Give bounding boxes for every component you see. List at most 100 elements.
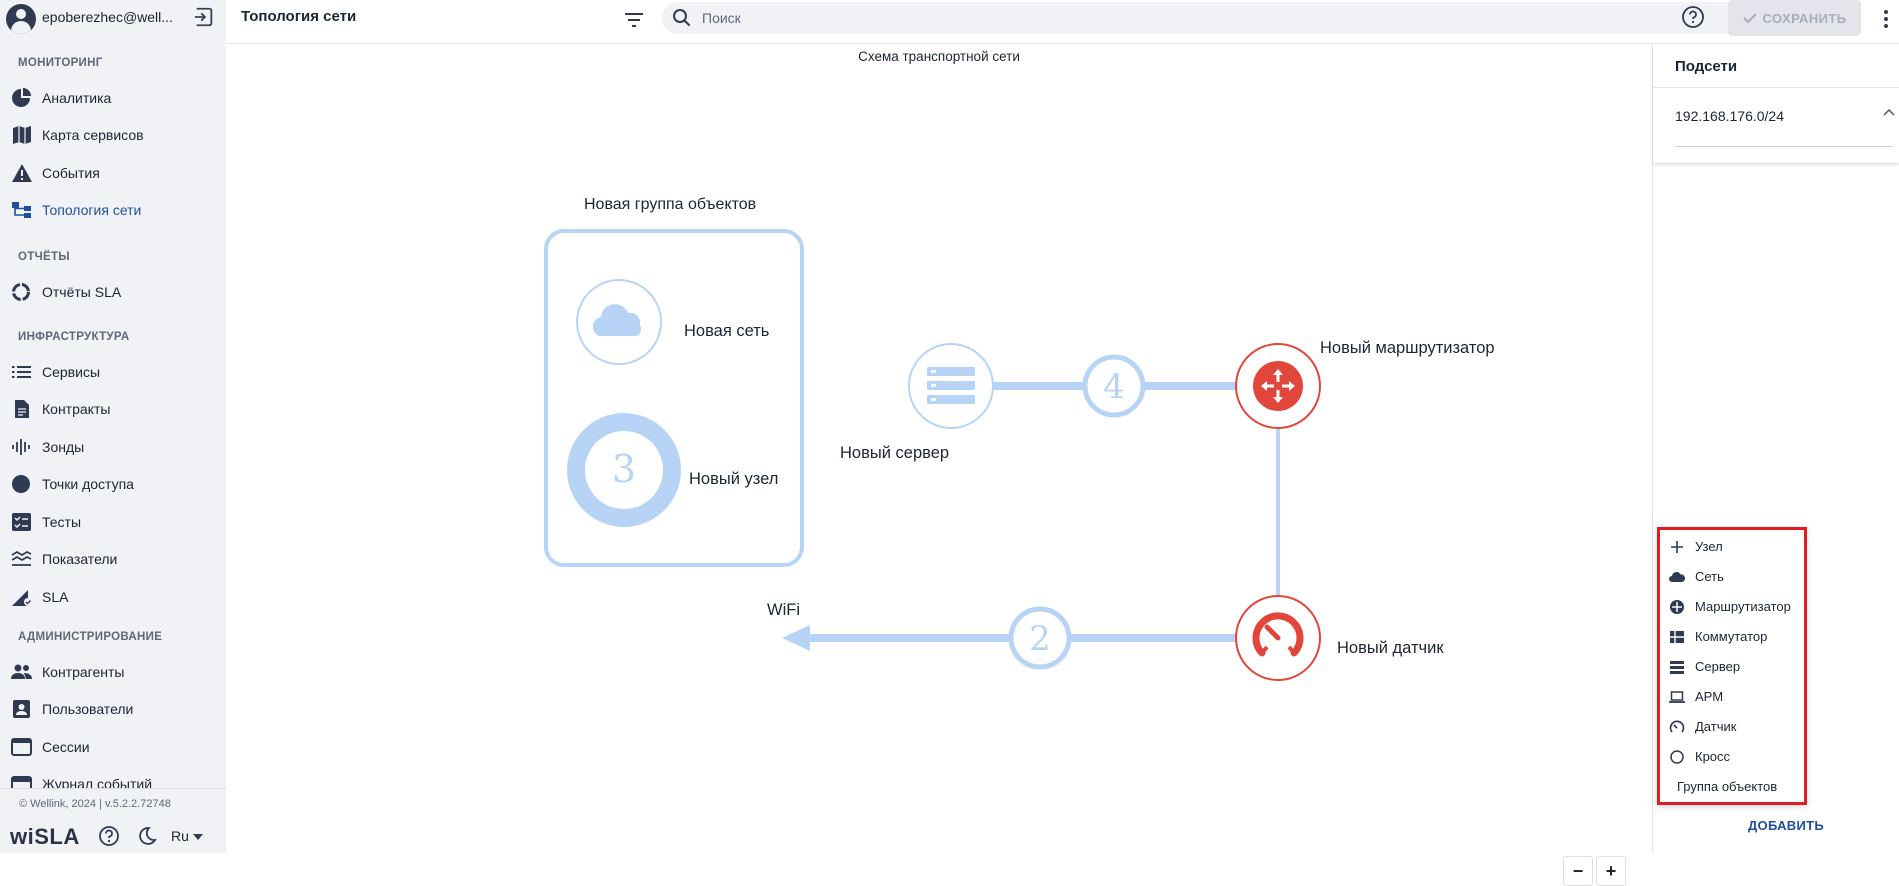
sidebar-item-label: Карта сервисов (42, 127, 144, 143)
list-icon (12, 366, 31, 378)
copyright: © Wellink, 2024 | v.5.2.2.72748 (19, 798, 171, 810)
topology-icon (12, 202, 31, 218)
caret-down-icon[interactable] (193, 833, 203, 841)
sidebar-item-events[interactable]: События (0, 156, 226, 190)
people-icon (11, 664, 32, 679)
zoom-in-button[interactable]: + (1596, 856, 1626, 886)
sidebar-item-sla[interactable]: SLA (0, 580, 226, 614)
menu-item-label: Сервер (1695, 659, 1741, 674)
section-infrastructure: ИНФРАСТРУКТУРА (18, 331, 130, 343)
right-panel: Подсети 192.168.176.0/24 Узел Сеть Маршр… (1652, 45, 1899, 853)
more-vertical-icon[interactable] (1876, 8, 1896, 30)
save-button-label: СОХРАНИТЬ (1762, 10, 1847, 26)
user-name[interactable]: epoberezhec@well... (42, 9, 173, 25)
sidebar-item-label: Аналитика (42, 90, 112, 106)
stacked-lines-icon (11, 551, 32, 566)
sidebar-item-label: Топология сети (42, 202, 142, 218)
subnets-panel: Подсети 192.168.176.0/24 (1653, 45, 1899, 163)
schema-title: Схема транспортной сети (858, 49, 1020, 64)
sidebar-item-label: Зонды (42, 439, 85, 455)
calendar-icon (11, 776, 32, 788)
topology-canvas[interactable]: Схема транспортной сети (226, 45, 1652, 886)
link-badge-top[interactable] (1082, 354, 1146, 418)
filter-icon[interactable] (622, 8, 646, 32)
divider (1653, 87, 1899, 88)
help-icon[interactable] (98, 825, 120, 847)
subnets-title: Подсети (1675, 58, 1738, 75)
sidebar-item-users[interactable]: Пользователи (0, 692, 226, 726)
sidebar-item-event-log[interactable]: Журнал событий (0, 767, 226, 788)
sidebar-item-services[interactable]: Сервисы (0, 355, 226, 389)
zoom-out-button[interactable]: − (1563, 856, 1593, 886)
router-label: Новый маршрутизатор (1320, 339, 1495, 357)
sidebar-item-contracts[interactable]: Контракты (0, 392, 226, 426)
section-monitoring: МОНИТОРИНГ (18, 57, 103, 69)
sidebar-item-access-points[interactable]: Точки доступа (0, 467, 226, 501)
sidebar-item-topology[interactable]: Топология сети (0, 193, 226, 227)
menu-item-label: Группа объектов (1677, 779, 1778, 794)
laptop-icon (1669, 691, 1685, 703)
sidebar-item-sla-reports[interactable]: Отчёты SLA (0, 275, 226, 309)
pie-chart-icon (12, 88, 31, 107)
sensor-node[interactable] (1235, 595, 1321, 681)
link-badge-bottom[interactable] (1008, 606, 1072, 670)
subnet-item[interactable]: 192.168.176.0/24 (1675, 108, 1784, 124)
sidebar-item-label: SLA (42, 589, 69, 605)
search-input[interactable] (702, 2, 1742, 34)
switch-icon (1670, 631, 1684, 643)
menu-item-label: Узел (1695, 539, 1723, 554)
divider (0, 788, 226, 789)
gauge-icon (1252, 612, 1304, 657)
sidebar-item-tests[interactable]: Тесты (0, 505, 226, 539)
server-node[interactable] (908, 343, 994, 429)
logout-icon[interactable] (193, 6, 215, 28)
map-icon (13, 126, 31, 144)
router-icon (1670, 600, 1684, 614)
sidebar: epoberezhec@well... МОНИТОРИНГ Аналитика… (0, 0, 226, 853)
menu-item-sensor[interactable]: Датчик (1660, 712, 1804, 740)
checklist-icon (12, 513, 31, 531)
user-row: epoberezhec@well... (0, 0, 226, 34)
sidebar-item-label: Контракты (42, 401, 111, 417)
circle-outline-icon (1670, 750, 1684, 764)
circle-icon (12, 475, 30, 493)
sidebar-item-counterparties[interactable]: Контрагенты (0, 655, 226, 689)
sidebar-item-probes[interactable]: Зонды (0, 430, 226, 464)
language-select[interactable]: Ru (171, 828, 189, 844)
sidebar-item-sessions[interactable]: Сессии (0, 730, 226, 764)
sidebar-item-service-map[interactable]: Карта сервисов (0, 118, 226, 152)
progress-circle-icon (12, 283, 30, 301)
menu-item-node[interactable]: Узел (1660, 532, 1804, 560)
menu-item-workstation[interactable]: АРМ (1660, 682, 1804, 710)
new-node[interactable] (567, 413, 681, 527)
menu-item-server[interactable]: Сервер (1660, 652, 1804, 680)
menu-item-cross[interactable]: Кросс (1660, 742, 1804, 770)
help-icon[interactable] (1681, 5, 1705, 29)
server-icon (1670, 661, 1684, 674)
sidebar-item-analytics[interactable]: Аналитика (0, 81, 226, 115)
window-icon (11, 738, 32, 756)
cloud-icon (592, 304, 642, 336)
router-icon (1253, 361, 1303, 411)
search-box[interactable] (662, 2, 1760, 34)
moon-icon[interactable] (136, 825, 158, 847)
object-group-box[interactable] (544, 229, 804, 567)
sidebar-item-metrics[interactable]: Показатели (0, 542, 226, 576)
add-button[interactable]: ДОБАВИТЬ (1748, 818, 1825, 833)
chevron-up-icon[interactable] (1881, 105, 1897, 121)
user-card-icon (13, 700, 30, 718)
top-bar: Топология сети СОХРАНИТЬ (226, 0, 1899, 44)
menu-item-network[interactable]: Сеть (1660, 562, 1804, 590)
sidebar-item-label: Контрагенты (42, 664, 125, 680)
save-button[interactable]: СОХРАНИТЬ (1728, 0, 1861, 36)
router-node[interactable] (1235, 343, 1321, 429)
avatar[interactable] (6, 4, 36, 34)
sidebar-item-label: Отчёты SLA (42, 284, 122, 300)
menu-item-switch[interactable]: Коммутатор (1660, 622, 1804, 650)
menu-item-object-group[interactable]: Группа объектов (1660, 772, 1804, 800)
node-label: Новый узел (689, 470, 779, 488)
menu-item-router[interactable]: Маршрутизатор (1660, 592, 1804, 620)
network-node[interactable] (576, 279, 662, 365)
section-reports: ОТЧЁТЫ (18, 251, 70, 263)
cloud-icon (1669, 572, 1685, 582)
